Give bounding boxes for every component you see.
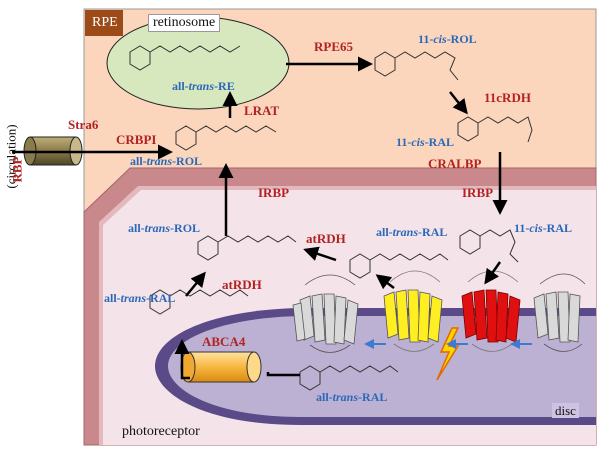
11-cis-rol-label: 11-cis-ROL: [418, 32, 477, 46]
abca4-transporter: [180, 351, 262, 383]
rhodopsin-dark: [461, 270, 521, 352]
rpe-tag: [85, 10, 123, 36]
all-trans-ral-left-label: all-trans-RAL: [104, 291, 176, 305]
all-trans-rol-photoreceptor-label: all-trans-ROL: [128, 221, 201, 235]
rpe-label: RPE: [92, 15, 118, 30]
crbpi-label: CRBPI: [116, 132, 157, 147]
opsin-left: [292, 274, 359, 353]
all-trans-rol-rpe-label: all-trans-ROL: [130, 154, 203, 168]
all-trans-ral-disc-label: all-trans-RAL: [316, 390, 388, 404]
rhodopsin-activated: [383, 270, 443, 352]
opsin-right: [533, 273, 586, 352]
all-trans-ral-mid-label: all-trans-RAL: [376, 225, 448, 239]
pathway-arrows: [12, 56, 508, 380]
all-trans-re-label: all-trans-RE: [172, 79, 235, 93]
retinosome-label: retinosome: [148, 14, 221, 32]
lightning-bolt-icon: [436, 327, 460, 381]
stra6-label: Stra6: [68, 117, 99, 132]
disc-label: disc: [552, 403, 579, 418]
rdh11c-label: 11cRDH: [484, 90, 531, 105]
retinoid-structures: [129, 45, 533, 391]
rpe65-label: RPE65: [314, 39, 353, 54]
atrdh-top-label: atRDH: [306, 231, 346, 246]
11-cis-ral-rpe-label: 11-cis-RAL: [396, 135, 455, 149]
lrat-label: LRAT: [244, 103, 280, 118]
irbp-right-label: IRBP: [462, 185, 494, 200]
11-cis-ral-photoreceptor-label: 11-cis-RAL: [514, 221, 573, 235]
photoreceptor-label: photoreceptor: [122, 424, 200, 439]
atrdh-bottom-label: atRDH: [222, 277, 262, 292]
cralbp-label: CRALBP: [428, 156, 482, 171]
abca4-label: ABCA4: [202, 334, 246, 349]
rbp-label: RBP: [9, 156, 25, 183]
irbp-left-label: IRBP: [258, 185, 290, 200]
